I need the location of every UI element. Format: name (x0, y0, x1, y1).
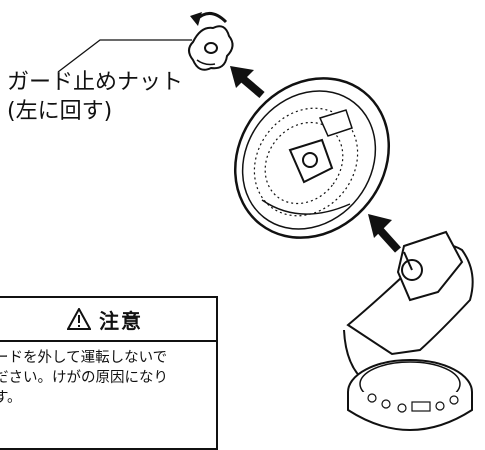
warning-triangle-icon (67, 308, 91, 330)
caution-title: 注意 (99, 308, 143, 333)
up-left-arrow-icon (230, 66, 265, 99)
guard-nut (188, 25, 234, 71)
callout-leader-line (57, 39, 192, 73)
fan-body (343, 230, 474, 431)
front-guard (233, 77, 391, 239)
caution-body-line3: す。 (0, 390, 22, 406)
callout-label-line1: ガード止めナット (7, 70, 184, 95)
up-left-arrow-icon (368, 214, 401, 253)
callout-label-line2: (左に回す) (7, 99, 113, 124)
caution-header: 注意 (0, 298, 216, 342)
assembly-illustration (57, 12, 474, 431)
rotate-counterclockwise-icon (190, 12, 228, 26)
caution-body-line2: ださい。けがの原因になり (0, 370, 168, 386)
caution-body-line1: ードを外して運転しないで (0, 350, 168, 366)
